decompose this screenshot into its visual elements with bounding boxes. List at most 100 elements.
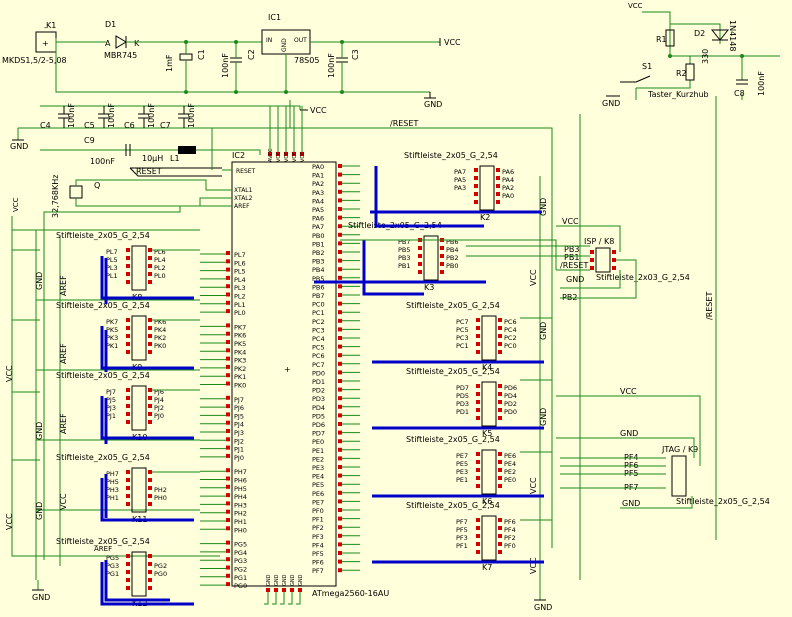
ic1-in: IN [266,37,272,44]
c8-label: C8 [734,89,745,98]
pin [226,518,230,522]
isp-connector: ISP / K8 Stiftleiste_2x03_G_2,54 VCC GND… [340,217,690,302]
pin [498,318,502,322]
pin [338,456,342,461]
header-pin-left: PG5 [106,554,119,562]
mcu-right-pin-label: PB1 [312,240,325,248]
header-k2: Stiftleiste_2x05_G_2,54PA7PA5PA3PA6PA4PA… [370,151,542,222]
pin [440,262,444,266]
rail-left-8: AREF [59,413,68,434]
right-headers: Stiftleiste_2x05_G_2,54PA7PA5PA3PA6PA4PA… [314,151,544,572]
r1-resistor-icon [665,29,675,47]
mcu-right-pin-label: PB0 [312,232,325,240]
pin [290,588,294,592]
pin [148,562,152,566]
rail-right-3: VCC [529,477,538,494]
pin [126,264,130,268]
pin [148,256,152,260]
mcu-right-pin-label: PD1 [312,378,325,386]
mcu-right-pin-label: PB3 [312,258,325,266]
rail-left-0: VCC [5,365,14,382]
header-body [131,551,147,597]
d1-diode-icon [115,35,127,49]
pin [476,468,480,472]
header-pin-left: PE3 [456,468,468,476]
isp-name: ISP / K8 [584,237,614,246]
pin [338,430,342,435]
pin [476,392,480,396]
mcu-left-pin-label: PG0 [234,582,247,590]
pin [418,254,422,258]
rail-right-2: GND [539,408,548,426]
header-pin-left: PD5 [456,392,469,400]
mcu-right-pin-label: PA4 [312,197,324,205]
header-pin-left: PL5 [106,256,118,264]
header-pin-right: PA6 [502,168,514,176]
pin [440,246,444,250]
pin [148,396,152,400]
pin [338,533,342,538]
pin [292,152,296,156]
pin [476,534,480,538]
mcu-right-pin-label: PC4 [312,335,325,343]
pin [126,280,130,284]
gnd-bottom-left: GND [32,593,50,602]
pin [338,353,342,358]
c5-cap: C5 100nF [84,103,116,130]
pin [338,542,342,547]
mcu-right-pin-label: PB4 [312,266,325,274]
mcu-power-pin: VCC [276,151,282,162]
header-pin-right: PJ0 [154,412,164,420]
header-body [131,467,147,513]
isp-body [595,247,611,273]
c7-value: 100nF [187,103,196,128]
mcu-right-pin-label: PA0 [312,163,324,171]
pin [498,484,502,488]
mcu-power-pin: VCC [300,151,306,162]
pin [418,262,422,266]
c6-value: 100nF [147,103,156,128]
pin [476,518,480,522]
r2-value: 330 [701,49,710,64]
pin [338,284,342,289]
k1-minus: - [44,23,47,32]
mcu-gnd-pin: GND [274,574,280,586]
mcu-left-pin-label: PL1 [234,301,246,309]
header-pin-left: PJ1 [106,412,116,420]
rail-right-4: GND [539,322,548,340]
pin [148,334,152,338]
c8-capacitor-icon [736,79,748,85]
pin [476,318,480,322]
mcu-xtal2: XTAL2 [234,195,253,202]
header-pin-left: PK7 [106,318,118,326]
mcu-left-pin-label: PJ7 [234,396,244,404]
l1-label: L1 [170,154,180,163]
header-pin-right: PC0 [504,342,517,350]
pin [338,439,342,444]
header-pin-right: PL4 [154,256,166,264]
pin [226,412,230,417]
pin [148,578,152,582]
mcu-right-pin-label: PD5 [312,412,325,420]
mcu-right-pin-label: PF1 [312,516,324,524]
pin [338,241,342,246]
reset-gnd-label: GND [602,99,620,108]
mcu-left-pin-label: PG3 [234,557,247,565]
decoupling-network: VCC C4 100nF C5 100nF C6 100nF C7 100nF … [10,100,327,166]
ic1-gnd: GND [281,38,288,52]
pin [126,248,130,252]
mcu-left-pin-label: PJ5 [234,412,244,420]
pin [226,395,230,400]
pin [498,526,502,530]
pin [498,550,502,554]
pin [126,502,130,506]
mcu-left-pin-label: PG5 [234,541,247,549]
pin [226,565,230,570]
r2-resistor-icon [685,63,695,81]
mcu-right-pin-label: PD0 [312,369,325,377]
header-pin-right: PA4 [502,176,514,184]
pin [498,534,502,538]
header-pin-right: PF6 [504,518,516,526]
